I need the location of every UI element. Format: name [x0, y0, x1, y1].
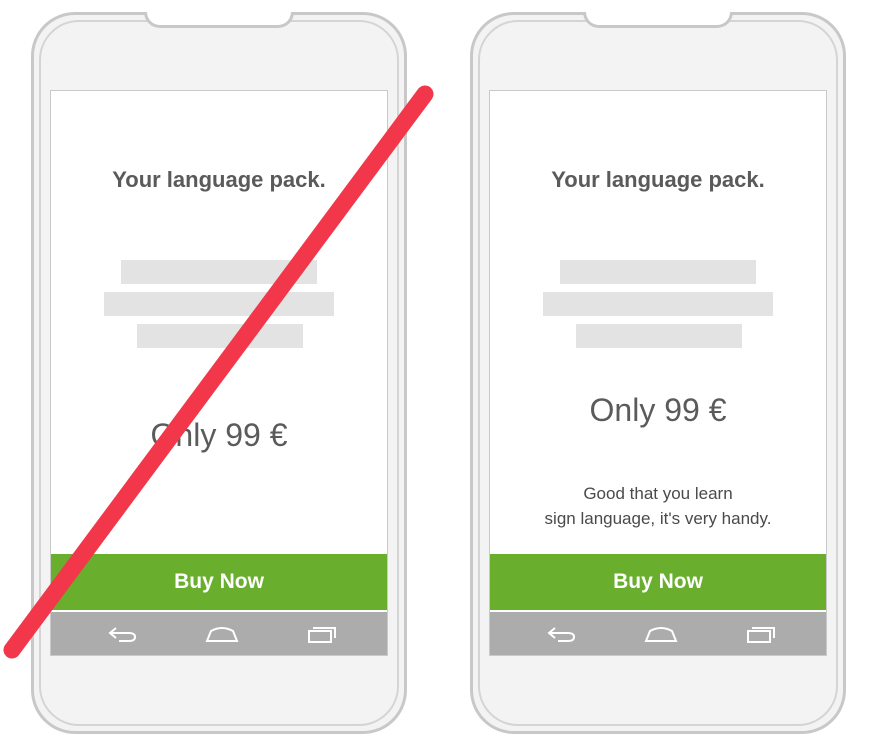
price-label: Only 99 € — [150, 417, 288, 453]
android-nav-bar — [490, 612, 826, 655]
android-nav-bar — [51, 612, 387, 655]
message-line: Good that you learn — [583, 484, 733, 503]
phone-right: Your language pack. Only 99 € Good that … — [470, 12, 846, 734]
back-icon[interactable] — [546, 624, 578, 644]
text-placeholder-bar — [543, 292, 773, 316]
recents-icon[interactable] — [307, 624, 337, 644]
text-placeholder-bar — [104, 292, 334, 316]
phone-notch — [583, 12, 733, 28]
text-placeholder-bar — [137, 324, 303, 348]
buy-now-button[interactable]: Buy Now — [51, 554, 387, 610]
home-icon[interactable] — [644, 624, 678, 644]
message-line: sign language, it's very handy. — [544, 509, 772, 528]
home-icon[interactable] — [205, 624, 239, 644]
screen-left: Your language pack. Only 99 € Buy Now — [50, 90, 388, 656]
page-title: Your language pack. — [551, 167, 765, 192]
buy-now-button[interactable]: Buy Now — [490, 554, 826, 610]
phone-notch — [144, 12, 294, 28]
encouragement-message: Good that you learn sign language, it's … — [490, 481, 826, 531]
recents-icon[interactable] — [746, 624, 776, 644]
text-placeholder-bar — [121, 260, 317, 284]
screen-right: Your language pack. Only 99 € Good that … — [489, 90, 827, 656]
phone-left: Your language pack. Only 99 € Buy Now — [31, 12, 407, 734]
price-label: Only 99 € — [589, 392, 727, 428]
text-placeholder-bar — [560, 260, 756, 284]
text-placeholder-bar — [576, 324, 742, 348]
back-icon[interactable] — [107, 624, 139, 644]
page-title: Your language pack. — [112, 167, 326, 192]
